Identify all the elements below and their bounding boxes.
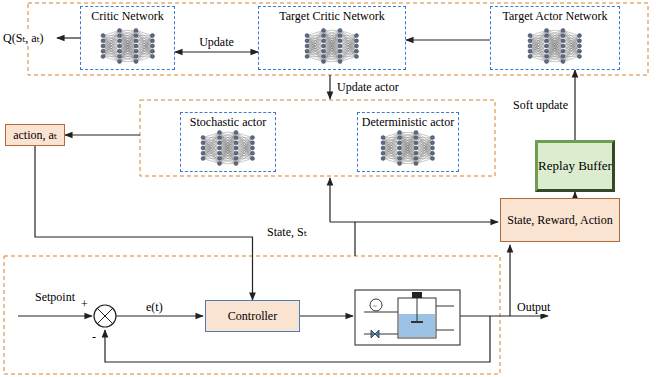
box-text: Stochastic actor (190, 115, 266, 129)
state-to-actor-arrow (329, 178, 330, 222)
summing-junction (94, 305, 116, 327)
edge-label: Soft update (512, 98, 569, 112)
edge-label: Update (198, 35, 235, 49)
tank-process-illustration: ~ (355, 290, 460, 345)
data-box: State, Reward, Action (500, 198, 620, 242)
output-to-state-arrow (509, 245, 510, 316)
controller-box: Controller (205, 300, 300, 332)
network-box: Target Critic Network (258, 6, 406, 70)
action-box: action, aₜ (5, 124, 65, 146)
svg-text:~: ~ (373, 302, 377, 310)
state-wire (330, 222, 355, 256)
signal-label: e(t) (145, 300, 164, 314)
network-box: Critic Network (80, 6, 175, 70)
box-text: Critic Network (91, 9, 163, 23)
control-arrow (300, 315, 353, 316)
agent-critic-region (28, 3, 648, 75)
box-text: Target Actor Network (503, 9, 608, 23)
box-text: action, aₜ (13, 128, 57, 142)
flow-arrow (175, 51, 258, 52)
box-text: Replay Buffer (538, 159, 612, 173)
flow-arrow (35, 146, 253, 300)
flow-arrow (574, 70, 575, 140)
box-text: Deterministic actor (362, 115, 454, 129)
box-text: Controller (228, 309, 277, 323)
box-text: Target Critic Network (279, 9, 385, 23)
actor-region (140, 100, 495, 176)
box-text: State, Reward, Action (507, 213, 612, 227)
neural-net-icon (197, 128, 259, 168)
network-box: Stochastic actor (180, 112, 276, 172)
signal-label: Update actor (336, 80, 400, 94)
state-to-buffer-arrow (355, 221, 498, 222)
neural-net-icon (524, 26, 586, 66)
flow-arrow (406, 39, 490, 40)
network-box: Target Actor Network (490, 6, 620, 70)
neural-net-icon (301, 26, 363, 66)
buffer-box: Replay Buffer (535, 140, 615, 192)
neural-net-icon (377, 128, 439, 168)
value-label: Q(Sₜ, aₜ) (2, 31, 45, 45)
signal-label: Output (516, 300, 551, 314)
signal-label: Setpoint (34, 290, 76, 304)
sign-label: + (80, 297, 89, 311)
network-box: Deterministic actor (357, 112, 459, 172)
flow-arrow (65, 134, 140, 135)
update-actor-arrow (329, 75, 330, 99)
setpoint-arrow (18, 315, 92, 316)
error-arrow (116, 315, 203, 316)
q-output-arrow (57, 37, 80, 38)
output-arrow (460, 315, 548, 316)
sign-label: - (91, 330, 97, 344)
neural-net-icon (97, 26, 159, 66)
signal-label: State, Sₜ (266, 225, 308, 239)
